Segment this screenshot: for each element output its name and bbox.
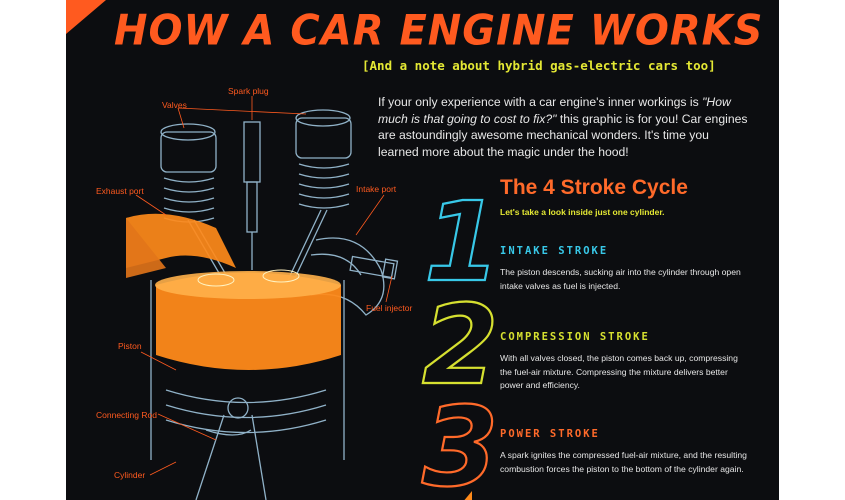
label-intake-port: Intake port (356, 184, 397, 194)
stroke-number-1: 1 (424, 178, 501, 306)
cycle-subtitle: Let's take a look inside just one cylind… (500, 207, 665, 217)
intro-quote: "How much is that going to cost to fix?" (378, 95, 731, 126)
label-piston: Piston (118, 341, 142, 351)
compression-stroke-body: With all valves closed, the piston comes… (500, 353, 738, 390)
corner-graphic (66, 0, 106, 34)
label-valves: Valves (162, 100, 187, 110)
intro-text-2: this graphic is for you! Car engines are… (378, 111, 748, 159)
intro-text-1: If your only experience with a car engin… (378, 95, 703, 109)
intake-stroke-heading: INTAKE STROKE (500, 245, 609, 257)
label-cylinder: Cylinder (114, 470, 146, 480)
engine-illustration (66, 70, 426, 500)
page-subtitle: [And a note about hybrid gas-electric ca… (362, 58, 716, 73)
power-stroke-heading: POWER STROKE (500, 428, 600, 440)
label-fuel-injector: Fuel injector (366, 303, 413, 313)
label-exhaust-port: Exhaust port (96, 186, 144, 196)
infographic-poster: HOW A CAR ENGINE WORKS [And a note about… (66, 0, 779, 500)
intake-stroke-body: The piston descends, sucking air into th… (500, 267, 741, 291)
cycle-title: The 4 Stroke Cycle (500, 176, 688, 199)
power-stroke-body: A spark ignites the compressed fuel-air … (500, 450, 747, 474)
stroke-numbers: 1 2 3 (418, 175, 528, 500)
stroke-number-3: 3 (422, 383, 499, 500)
label-connecting-rod: Connecting Rod (96, 410, 157, 420)
label-spark-plug: Spark plug (228, 86, 269, 96)
page-title: HOW A CAR ENGINE WORKS (114, 6, 764, 56)
compression-stroke-heading: COMPRESSION STROKE (500, 331, 650, 343)
stroke-number-2: 2 (422, 281, 499, 409)
intro-paragraph: If your only experience with a car engin… (378, 94, 748, 160)
next-stroke-hint (458, 488, 472, 500)
